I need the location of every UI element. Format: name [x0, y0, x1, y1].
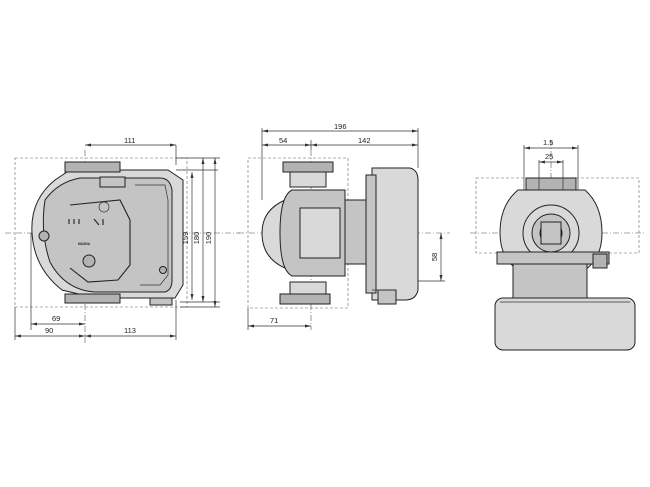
- front-view: MAGNA 111 159 180 190 69: [5, 136, 240, 345]
- dim-front-height-190: 190: [204, 232, 213, 245]
- side-view: 196 54 142 58 71: [238, 122, 450, 330]
- end-view: 1.5 25: [470, 138, 645, 351]
- dim-side-bottom-71: 71: [270, 316, 278, 325]
- dim-end-top-1-5: 1.5: [543, 138, 553, 147]
- dim-front-height-180: 180: [192, 232, 201, 245]
- dim-front-top-width: 111: [124, 136, 135, 145]
- dim-end-inner-25: 25: [545, 152, 553, 161]
- dim-front-height-159: 159: [181, 232, 190, 245]
- brand-label: MAGNA: [78, 242, 91, 246]
- dim-side-right-142: 142: [358, 136, 371, 145]
- dim-front-left-69: 69: [52, 314, 60, 323]
- dim-side-overall: 196: [334, 122, 347, 131]
- dim-side-left-54: 54: [279, 136, 287, 145]
- dim-side-vertical-58: 58: [430, 253, 439, 261]
- dim-front-left-90: 90: [45, 326, 53, 335]
- dim-front-right-113: 113: [124, 326, 136, 335]
